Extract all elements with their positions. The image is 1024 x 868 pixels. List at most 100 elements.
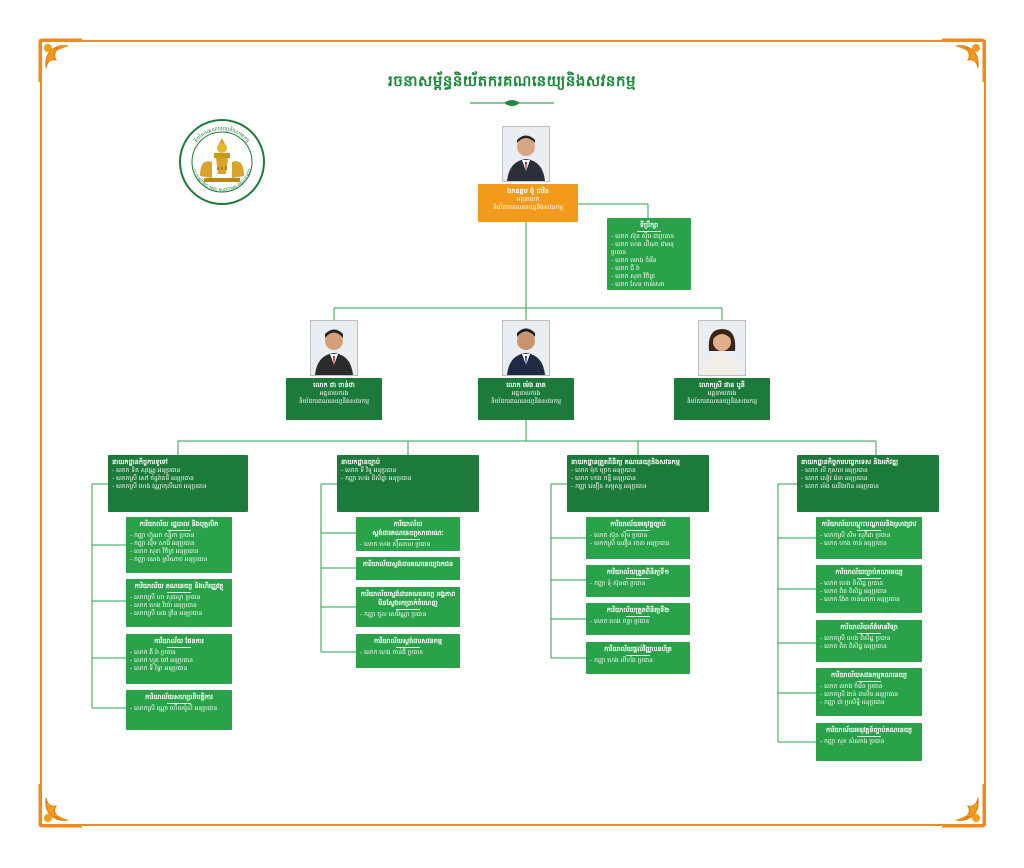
department-title: នាយកដ្ឋានច្បាប់ [341,458,380,466]
corner-ornament-bottom-left [38,784,82,828]
office-member: - កញ្ញា សុខ សំណាង ប្រធាន [820,738,885,745]
office-member: - កញ្ញា ជា ប្រសិទ្ធិ អនុប្រធាន [820,699,885,706]
advisor-item: - លោក សែន ចាន់សេរា [611,281,665,288]
office-box: ការិយាល័យត្រួតពិនិត្យទី១ - កញ្ញា ទុំ ស៊ុ… [586,565,690,597]
advisors-box: ទីប្រឹក្សា - លោក ស៊ុន ស៊ីម ជាប្រធាន - លោ… [607,218,691,290]
office-member: - លោកស្រី ហា សុផល្លា ប្រធាន [130,594,201,601]
office-box: ការិយាល័យ ផែនការ - លោក ងី រ៉ា ប្រធាន - ល… [126,634,232,684]
office-title: ការិយាល័យសវនកម្មគណនេយ្យ [831,671,907,679]
office-box: ការិយាល័យអនុវត្តច្បាប់ - លោក ស៊ុន ស៊ីម ប… [586,517,690,559]
office-box: ការិយាល័យត្រួតពិនិត្យទី២ - លោក ហេង ចន្ទា… [586,603,690,635]
office-title: ការិយាល័យស្តង់ដារគណនេយ្យសាធារណៈ [372,520,444,537]
office-member: - លោក ហេង ចាន់ធី ប្រធាន [360,649,423,656]
office-separator [626,655,650,656]
deputy-org: និយ័តករគណនេយ្យនិងសវនកម្ម [298,398,370,405]
office-member: - កញ្ញា ទុំ ស៊ុនឌា ប្រធាន [590,580,646,587]
office-member: - លោកស្រី សឹម សុភីដា ប្រធាន [820,532,891,539]
office-separator [857,530,881,531]
office-separator [167,592,191,593]
department-box-legal: នាយកដ្ឋានច្បាប់ - លោក ទី វិទូ អនុប្រធាន … [337,455,479,512]
office-title: ការិយាល័យសហប្រតិបត្តិការ [145,693,213,701]
office-member: - លោក ស៊ុន ស៊ីម ប្រធាន [590,532,648,539]
office-member: - លោក ពិត ពិសិដ្ឋ អនុប្រធាន [820,643,887,650]
title-ornament [470,100,554,106]
deputy-role: អគ្គនាយករង [319,390,349,397]
logo-acronym: A A R [217,166,228,171]
office-box: ការិយាល័យស្តង់ដារគណនេយ្យឯកជន [356,557,460,580]
office-member: - លោកស្រី ហេង ពិសិដ្ឋ ប្រធាន [820,635,891,642]
office-title: ការិយាល័យត្រួតពិនិត្យទី១ [606,568,670,576]
office-title: ការិយាល័យ រដ្ឋបាល និងបុគ្គលិក [139,520,219,528]
office-box: ការិយាល័យអនុវត្តន៍ច្បាប់គណនេយ្យ - កញ្ញា … [816,723,922,761]
office-member: - លោក ហេង ពិសិដ្ឋ ប្រធាន [820,580,883,587]
office-member: - លោក ហេង វិចរ៉ា អនុប្រធាន [130,602,197,609]
department-box-inspection: នាយកដ្ឋានត្រួតពិនិត្យ គណនេយ្យនិងសវនកម្ម … [567,455,709,512]
department-title: នាយកដ្ឋានត្រួតពិនិត្យ គណនេយ្យនិងសវនកម្ម [571,458,680,466]
office-title: ការិយាល័យ គណនេយ្យ និងហិរញ្ញវត្ថុ [134,582,224,590]
office-separator [857,633,881,634]
department-box-general-affairs: នាយកដ្ឋានកិច្ចការទូទៅ - លោក ទិត សុវណ្ណ អ… [108,455,248,512]
department-member: - លោក ម៉ុក ច្រេក អនុប្រធាន [571,467,636,474]
office-title: ការិយាល័យអនុវត្តច្បាប់ [610,520,666,528]
office-separator [396,539,420,540]
advisor-item: - លោក ឈាង ចំរើន [611,257,657,264]
office-box: ការិយាល័យស្តង់ដារគណនេយ្យ អង្គភាពមិនស្វែង… [356,587,460,627]
office-title: ការិយាល័យព័ត៌មានវិទ្យា [840,623,898,631]
head-role: អគ្គនាយក [516,196,540,203]
head-name: ឯកឧត្តម ម៉ូ ផាវិន [507,187,549,195]
office-separator [626,616,650,617]
department-member: - កញ្ញា ហេង ពិសិដ្ឋា អនុប្រធាន [341,475,412,482]
deputy-name: លោក ជា ចាន់ថា [313,381,355,389]
office-member: - លោក ហួត ពៅ អនុប្រធាន [130,657,193,664]
department-box-technical: នាយកដ្ឋានកិច្ចការបច្ចេកទេស និងអភិវឌ្ឍ - … [797,455,939,512]
advisors-title: ទីប្រឹក្សា [639,221,659,229]
deputy-name: លោក ម៉េង ឆាត [506,381,546,389]
department-member: - លោកស្រី ហេង វណ្ណាកុលីណា អនុប្រធាន [112,483,207,490]
office-separator [626,578,650,579]
office-member: - លោក ហាង ចាន់ អនុប្រធាន [820,540,887,547]
office-box: ការិយាល័យ គណនេយ្យ និងហិរញ្ញវត្ថុ - លោកស្… [126,579,232,627]
office-separator [857,736,881,737]
deputy-box-3: លោកស្រី ផាន បូនី អគ្គនាយករង និយ័តករគណនេយ… [674,378,770,420]
department-member: - លោក ទិត សុវណ្ណ អនុប្រធាន [112,467,181,474]
office-member: - លោកស្រី ឈឿន រចនា អនុប្រធាន [590,540,670,547]
deputy-photo-3 [698,320,746,376]
office-member: - កញ្ញា ចូល សេរីវណ្ណា ប្រធាន [360,611,427,618]
deputy-role: អគ្គនាយករង [511,390,541,397]
office-box: ការិយាល័យសហប្រតិបត្តិការ - លោកស្រី វណ្ណា… [126,690,232,730]
office-member: - កញ្ញា ស៊ីម សារ៉ៃ អនុប្រធាន [130,540,195,547]
office-separator [167,647,191,648]
office-member: - លោកស្រី ងាន់ ដាលីន អនុប្រធាន [820,691,899,698]
advisors-separator [637,231,661,232]
department-member: - លោក លី កុសល អនុប្រធាន [801,467,868,474]
deputy-box-1: លោក ជា ចាន់ថា អគ្គនាយករង និយ័តករគណនេយ្យន… [286,378,382,420]
office-box: ការិយាល័យព័ត៌មានវិទ្យា - លោកស្រី ហេង ពិស… [816,620,922,662]
head-box: ឯកឧត្តម ម៉ូ ផាវិន អគ្គនាយក និយ័តករគណនេយ្… [478,184,578,222]
office-member: - លោក ហេង ចន្ទា ប្រធាន [590,618,650,625]
page-title: រចនាសម្ព័ន្ធនិយ័តករគណនេយ្យនិងសវនកម្ម [387,72,636,90]
office-box: ការិយាល័យបណ្តុះបណ្តាលនិងស្រាវជ្រាវ - លោក… [816,517,922,559]
office-title: ការិយាល័យបណ្តុះបណ្តាលនិងស្រាវជ្រាវ [821,520,917,528]
office-separator [167,703,191,704]
deputy-name: លោកស្រី ផាន បូនី [699,381,745,389]
deputy-photo-1 [310,320,358,376]
office-box: ការិយាល័យច្បាប់គណនេយ្យ - លោក ហេង ពិសិដ្ឋ… [816,565,922,613]
deputy-org: និយ័តករគណនេយ្យនិងសវនកម្ម [490,398,562,405]
department-title: នាយកដ្ឋានកិច្ចការបច្ចេកទេស និងអភិវឌ្ឍ [801,458,899,466]
office-box: ការិយាល័យស្តង់ដារសវនកម្ម - លោក ហេង ចាន់ធ… [356,634,460,668]
head-photo [502,126,550,182]
deputy-role: អគ្គនាយករង [707,390,737,397]
office-title: ការិយាល័យស្តង់ដារគណនេយ្យឯកជន [362,560,454,568]
advisor-item: - លោក ស៊ុន ស៊ីម ជាប្រធាន [611,233,674,240]
deputy-photo-2 [502,320,550,376]
corner-ornament-top-left [38,38,82,82]
advisor-item: - លោក សុខា វិចិត្រ [611,273,655,280]
office-box: ការិយាល័យសវនកម្មគណនេយ្យ - លោក ឈាង ចំរើន … [816,668,922,716]
office-member: - លោកស្រី ខេង ច្រិន អនុប្រធាន [130,610,203,617]
office-title: ការិយាល័យច្បាប់គណនេយ្យ [835,568,903,576]
head-org: និយ័តករគណនេយ្យនិងសវនកម្ម [492,204,564,211]
office-member: - លោក សុខា វិចិត្រ អនុប្រធាន [130,548,199,555]
office-member: - កញ្ញា ហេង លីហ័ង ប្រធាន [590,657,653,664]
office-separator [396,647,420,648]
department-member: - លោក ម៉េង ឈើងហ៊ន អនុប្រធាន [801,483,879,490]
